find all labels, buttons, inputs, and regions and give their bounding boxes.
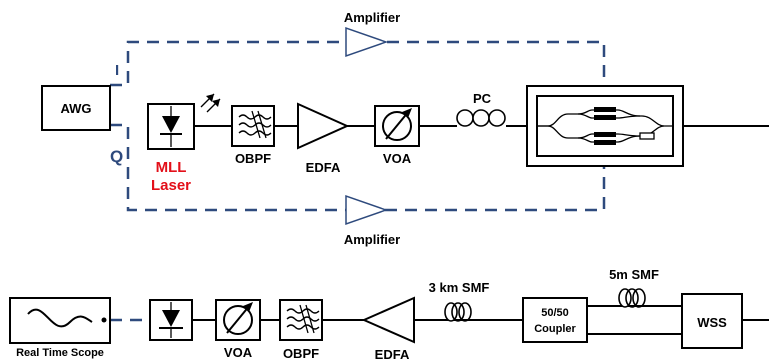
amplifier-top: Amplifier [344,10,400,58]
coupler-label-line2: Coupler [534,323,576,335]
q-drive-path [110,123,606,212]
fiber-spool-3km: 3 km SMF [429,280,490,322]
mll-label-line1: MLL [156,159,187,176]
fiber-spool-5m: 5m SMF [609,267,659,308]
obpf-tx: OBPF [231,105,275,166]
obpf-rx: OBPF [279,299,323,361]
i-label: I [115,62,119,79]
iq-modulator [526,85,684,167]
obpf-rx-label: OBPF [283,346,319,361]
mll-label-line2: Laser [151,177,191,194]
amplifier-icon [297,102,350,150]
coupler-50-50: 50/50 Coupler [522,297,588,343]
electrical-paths [110,40,606,212]
polarization-controller: PC [456,91,506,127]
real-time-scope: Real Time Scope [9,297,111,359]
attenuator-icon [382,111,412,141]
q-label: Q [110,147,123,166]
awg-label: AWG [60,101,91,116]
filter-icon [286,304,320,334]
smf-5m-label: 5m SMF [609,267,659,282]
mll-laser: MLL Laser [147,93,221,194]
amplifier-bottom-label: Amplifier [344,232,400,247]
wss-block: WSS [681,293,743,349]
amplifier-bottom: Amplifier [344,194,400,247]
awg-block: AWG [41,85,111,131]
filter-icon [238,110,272,139]
scope-label: Real Time Scope [16,347,104,359]
emission-arrows-icon [200,93,221,113]
voa-rx: VOA [215,299,261,360]
voa-rx-label: VOA [224,345,253,360]
coupler-label-line1: 50/50 [541,307,569,319]
edfa-tx-label: EDFA [306,160,341,175]
obpf-tx-label: OBPF [235,151,271,166]
attenuator-icon [223,305,253,335]
photodiode [149,299,193,341]
i-drive-path [110,40,606,108]
amplifier-icon [361,296,415,344]
wss-label: WSS [697,315,727,330]
laser-diode-icon [162,116,180,133]
smf-3km-label: 3 km SMF [429,280,490,295]
photodiode-icon [162,310,180,327]
pc-label: PC [473,91,492,106]
edfa-rx: EDFA [361,296,415,362]
voa-tx-label: VOA [383,151,412,166]
edfa-rx-label: EDFA [375,347,410,362]
amplifier-top-label: Amplifier [344,10,400,25]
voa-tx: VOA [374,105,420,166]
edfa-tx: EDFA [297,102,350,175]
waveform-icon [27,308,93,328]
